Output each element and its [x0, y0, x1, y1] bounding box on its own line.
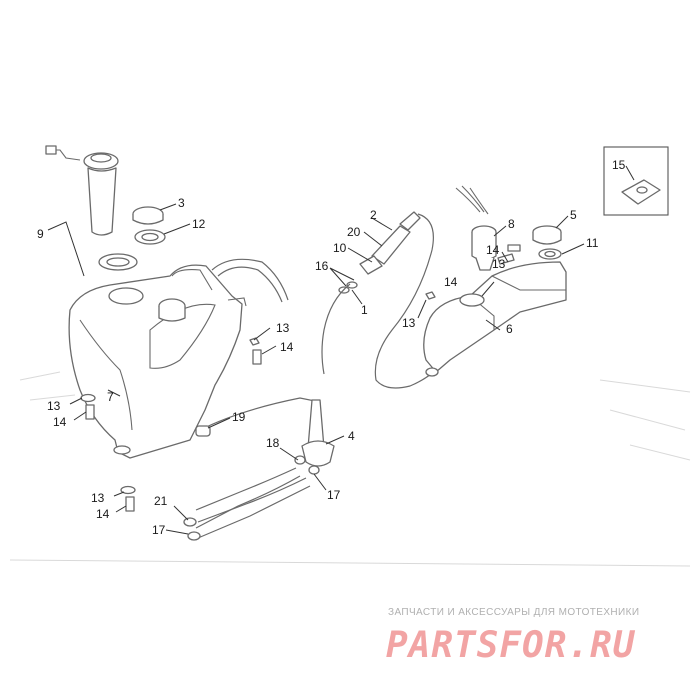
callout-17-tap: 17	[327, 488, 341, 502]
fuel-lines-lower	[183, 467, 311, 541]
callout-13-reservoir-mid: 13	[402, 316, 416, 330]
callout-10: 10	[333, 241, 347, 255]
callout-13-tank-bottom: 13	[91, 491, 105, 505]
callout-9: 9	[37, 227, 44, 241]
watermark-logo: PARTSFOR.RU	[386, 625, 636, 663]
oil-reservoir	[423, 253, 567, 377]
watermark-subtitle: ЗАПЧАСТИ И АКСЕССУАРЫ ДЛЯ МОТОТЕХНИКИ	[388, 607, 640, 618]
callout-5: 5	[570, 208, 577, 222]
callout-13-reservoir-top: 13	[492, 257, 506, 271]
tank-screws	[80, 337, 262, 512]
tank-vent-hose	[211, 258, 289, 303]
callout-13-tank-left: 13	[47, 399, 61, 413]
callout-16: 16	[315, 259, 329, 273]
callout-17-lines: 17	[152, 523, 166, 537]
fuel-tap	[294, 399, 335, 475]
watermark-logo-text: PARTSFOR.RU	[386, 625, 636, 663]
callout-numbers: 9 3 12 2 20 10 16 1 8 5 11 14 13 14 13 6…	[37, 158, 626, 537]
callout-7: 7	[107, 390, 114, 404]
callout-18: 18	[266, 436, 280, 450]
cap-gasket	[134, 229, 166, 245]
callout-8: 8	[508, 217, 515, 231]
callout-14-tank-left: 14	[53, 415, 67, 429]
leader-lines	[47, 165, 635, 535]
callout-4: 4	[348, 429, 355, 443]
callout-20: 20	[347, 225, 361, 239]
sensor-with-wires	[455, 185, 497, 271]
callout-15: 15	[612, 158, 626, 172]
callout-14-reservoir-mid: 14	[444, 275, 458, 289]
background-ghost-lines	[9, 371, 691, 567]
reservoir-cap	[532, 225, 562, 260]
reservoir-screws	[425, 244, 521, 300]
vent-tube-assembly	[321, 211, 447, 389]
fuel-cap	[132, 206, 164, 225]
callout-14-reservoir-top: 14	[486, 243, 500, 257]
callout-13-tank-right: 13	[276, 321, 290, 335]
fuel-tank	[68, 264, 247, 459]
callout-19: 19	[232, 410, 246, 424]
fuel-hose-main	[195, 397, 323, 437]
clip-inset	[603, 146, 669, 216]
callout-1: 1	[361, 303, 368, 317]
callout-6: 6	[506, 322, 513, 336]
callout-14-tank-bottom: 14	[96, 507, 110, 521]
callout-3: 3	[178, 196, 185, 210]
callout-11: 11	[586, 236, 599, 250]
callout-21: 21	[154, 494, 168, 508]
callout-2: 2	[370, 208, 377, 222]
callout-12: 12	[192, 217, 206, 231]
callout-14-tank-right: 14	[280, 340, 294, 354]
fuel-level-sender	[45, 145, 138, 271]
